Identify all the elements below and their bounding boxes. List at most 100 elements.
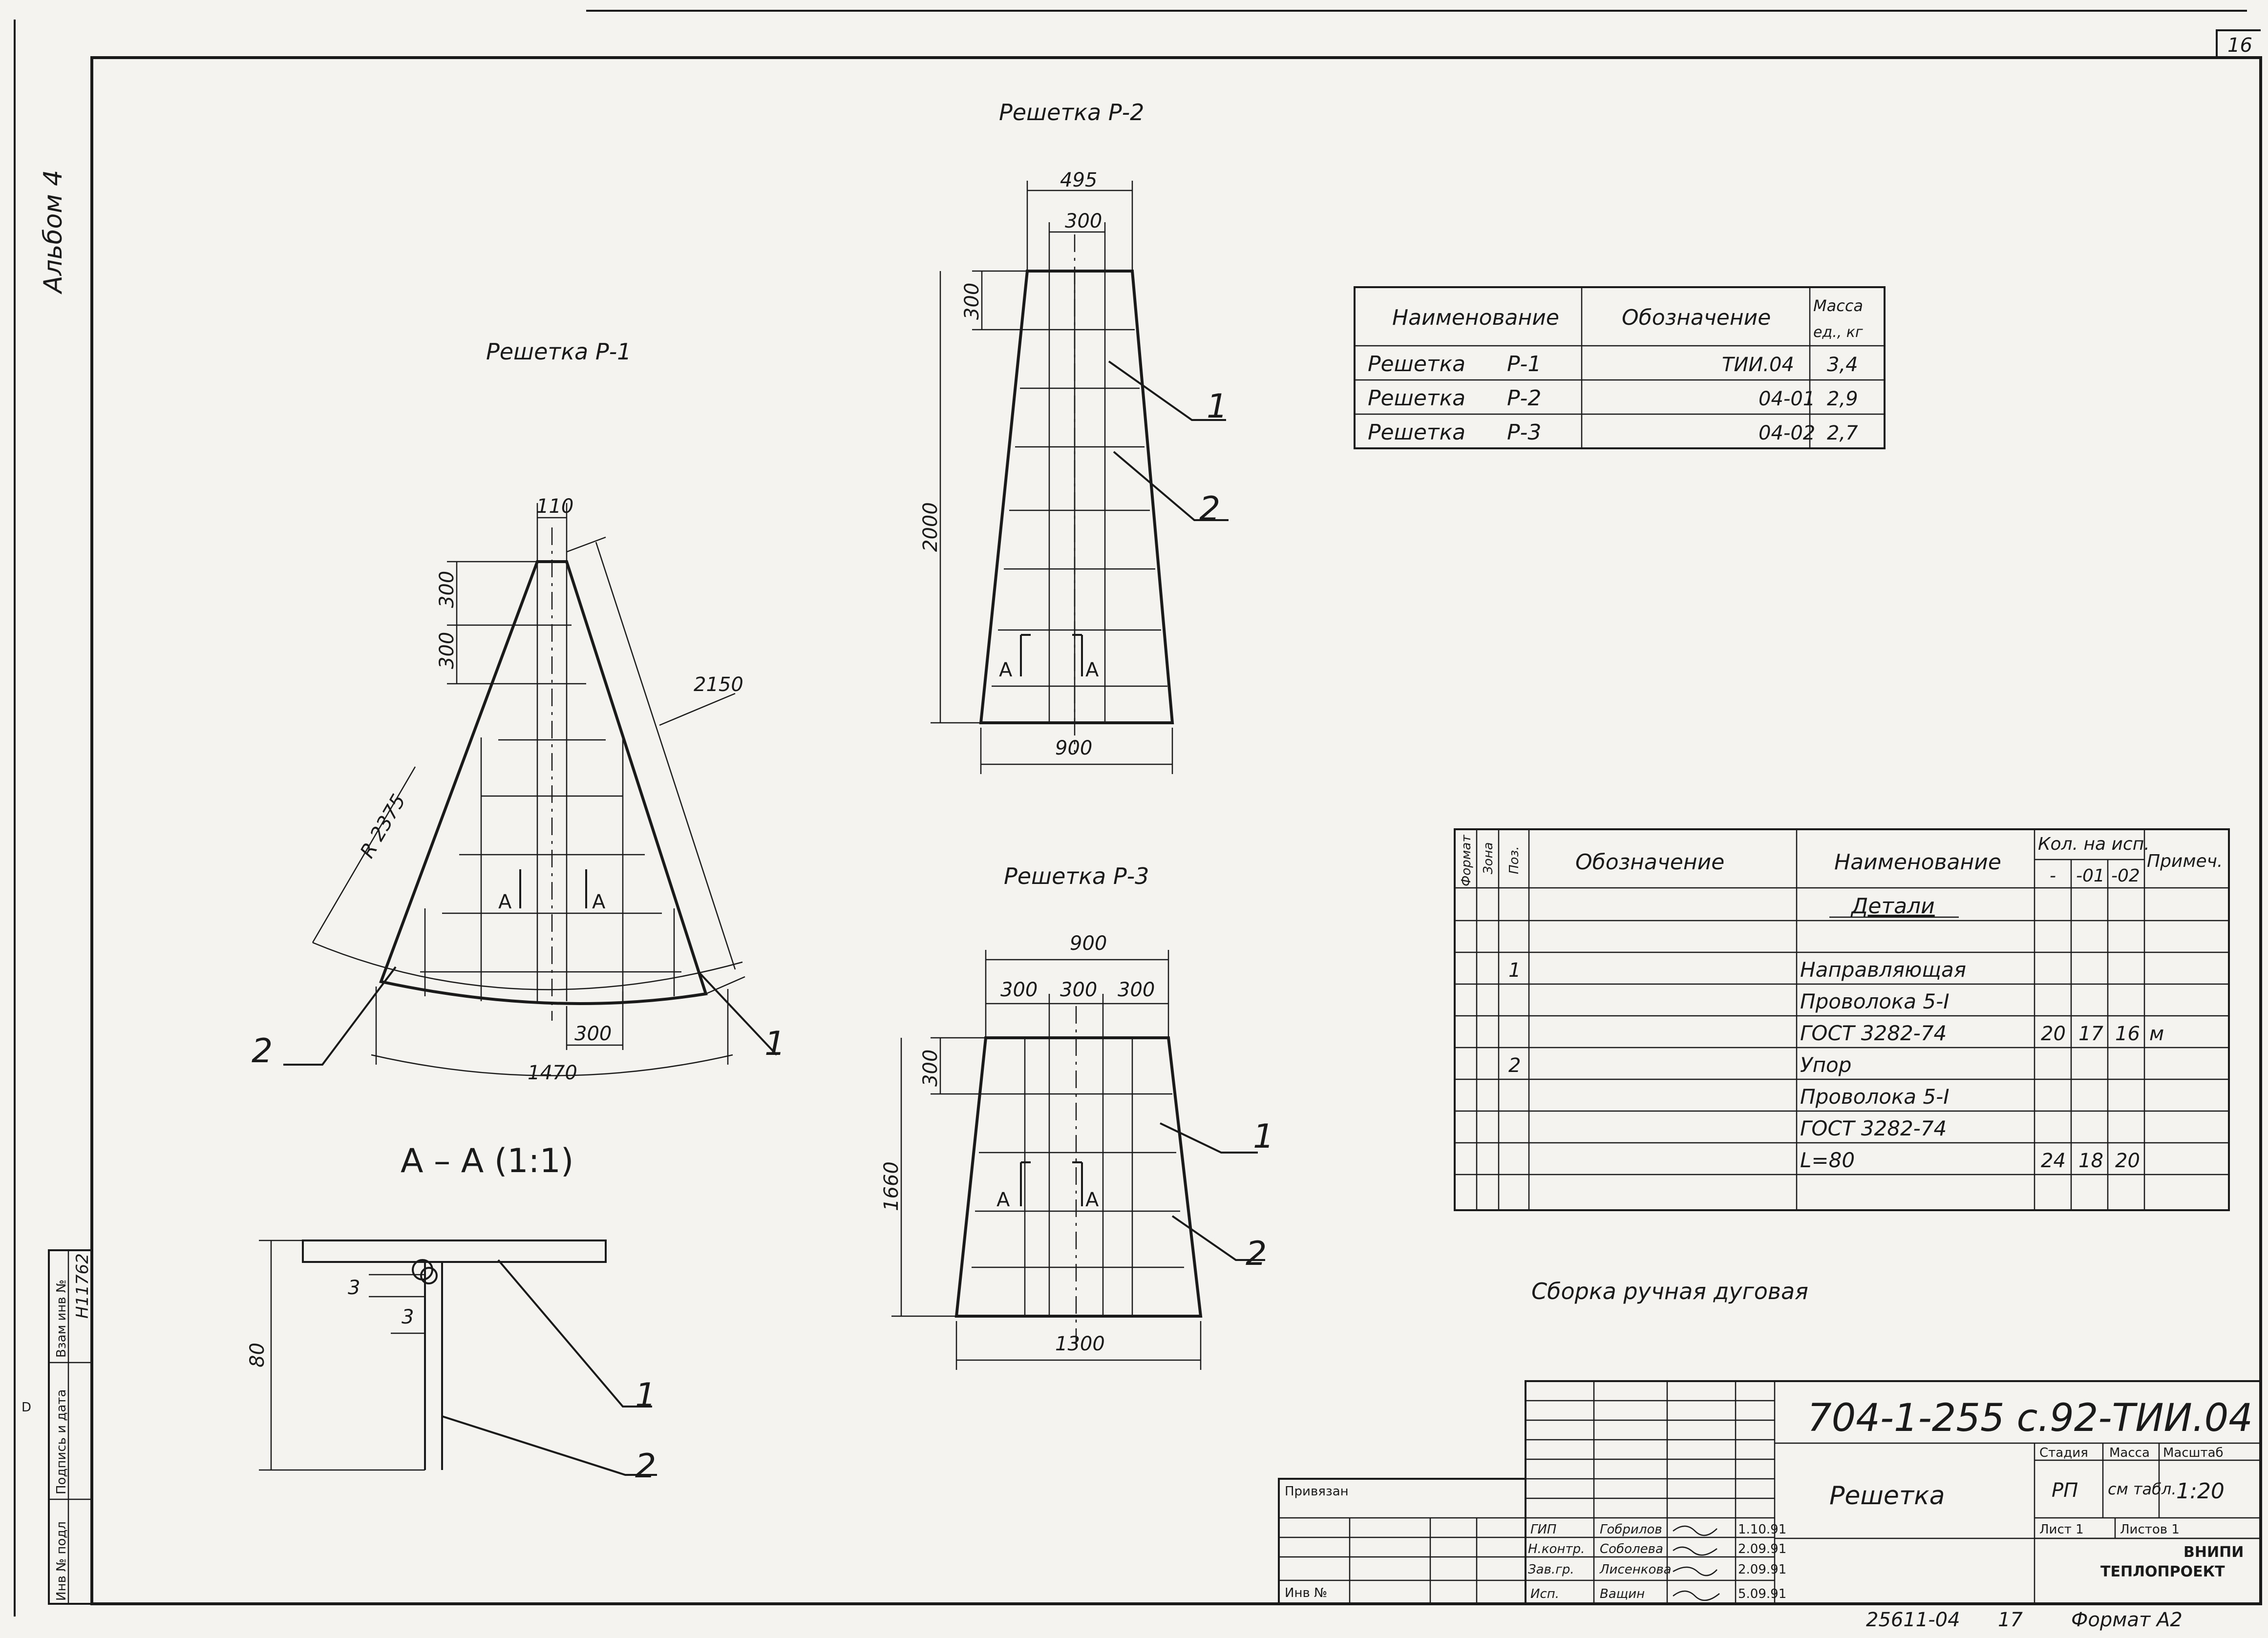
- mass-table: Наименование Обозначение Масса ед., кг Р…: [1354, 286, 1886, 449]
- p2-title: Решетка Р-2: [999, 99, 1144, 126]
- tb-doc-code: 704-1-255 с.92-ТИИ.04: [1807, 1396, 2253, 1440]
- section-bar: [302, 1239, 607, 1263]
- album-label: Альбом 4: [39, 170, 68, 294]
- svg-text:Упор: Упор: [1800, 1053, 1851, 1077]
- svg-text:20: 20: [2041, 1023, 2066, 1045]
- tb-inv: Инв №: [1285, 1586, 1327, 1600]
- mass-table-hdr-name: Наименование: [1392, 305, 1559, 330]
- p3-dim-1300: 1300: [1055, 1333, 1105, 1355]
- tb-role-3: Зав.гр.: [1528, 1562, 1574, 1577]
- tb-org1: ВНИПИ: [2183, 1544, 2244, 1561]
- section-dim-lines: [259, 1239, 425, 1471]
- spec-hdr-v1: -01: [2076, 866, 2105, 886]
- svg-text:ГОСТ 3282-74: ГОСТ 3282-74: [1800, 1021, 1947, 1045]
- svg-text:Р-1: Р-1: [1507, 352, 1541, 377]
- spec-table: Формат Зона Поз. Обозначение Наименовани…: [1454, 828, 2230, 1211]
- table-row: 1 Направляющая: [1508, 958, 1966, 982]
- svg-text:ТИИ.04: ТИИ.04: [1722, 354, 1794, 376]
- mass-table-row: Решетка Р-1 ТИИ.04 3,4: [1368, 352, 1858, 377]
- tb-stage: РП: [2052, 1479, 2078, 1502]
- side-mark: D: [21, 1400, 31, 1415]
- svg-text:04-02: 04-02: [1759, 422, 1815, 444]
- tb-date-1: 1.10.91: [1738, 1522, 1786, 1537]
- p1-dim-300c: 300: [574, 1023, 612, 1045]
- p3-leader-1: 1: [1253, 1117, 1274, 1156]
- p3-title: Решетка Р-3: [1004, 863, 1149, 889]
- svg-text:Проволока 5-I: Проволока 5-I: [1800, 989, 1950, 1013]
- tb-date-3: 2.09.91: [1738, 1562, 1786, 1577]
- svg-text:Решетка: Решетка: [1368, 420, 1465, 445]
- p1-dim-2150: 2150: [694, 673, 743, 696]
- p3-leaders: [1160, 1122, 1265, 1261]
- side-field-1: Взам инв №: [54, 1280, 69, 1358]
- p2-dim-300b: 300: [961, 283, 983, 320]
- p3-section-marks: [1020, 1161, 1083, 1206]
- p1-grid: [420, 562, 681, 1001]
- p2-section-mark-right: А: [1085, 659, 1099, 681]
- svg-text:1: 1: [1508, 959, 1521, 982]
- title-block: Привязан Инв № 704-1-255 с.92-ТИИ.04 Реш…: [1278, 1380, 2262, 1605]
- table-row: Проволока 5-I: [1800, 1085, 1950, 1109]
- p3-dim-1660: 1660: [880, 1161, 903, 1211]
- footer-copy: 17: [1998, 1609, 2023, 1631]
- p1-section-marks: [519, 869, 587, 908]
- spec-section-title: Детали: [1850, 894, 1935, 919]
- p3-dim-300b: 300: [1060, 979, 1097, 1001]
- svg-text:Проволока 5-I: Проволока 5-I: [1800, 1085, 1950, 1109]
- svg-text:ГОСТ 3282-74: ГОСТ 3282-74: [1800, 1116, 1947, 1140]
- side-field-2: Подпись и дата: [54, 1389, 69, 1494]
- svg-text:м: м: [2149, 1023, 2164, 1045]
- p1-dim-1470: 1470: [528, 1062, 577, 1084]
- p1-dimension-lines: [312, 503, 745, 1076]
- table-row: L=80 24 18 20: [1800, 1148, 2140, 1172]
- svg-text:17: 17: [2078, 1023, 2103, 1045]
- side-field-3: Инв № подл: [54, 1521, 69, 1601]
- view-p3: Решетка Р-3 А А: [880, 863, 1274, 1370]
- tb-scale-hdr: Масштаб: [2163, 1446, 2224, 1460]
- p2-grid: [992, 271, 1167, 723]
- p2-leader-1: 1: [1207, 387, 1228, 426]
- section-leader-2: 2: [635, 1447, 656, 1486]
- p1-dim-300a: 300: [436, 571, 458, 608]
- tb-date-4: 5.09.91: [1738, 1587, 1786, 1601]
- tb-person-2: Соболева: [1600, 1542, 1663, 1556]
- p3-dim-900: 900: [1070, 932, 1107, 955]
- p2-outline: [979, 270, 1174, 724]
- tb-mass: см табл.: [2108, 1480, 2177, 1498]
- p2-section-mark-left: А: [999, 659, 1013, 681]
- tb-person-4: Ващин: [1600, 1587, 1645, 1601]
- p2-dim-2000: 2000: [919, 502, 942, 552]
- svg-text:2,9: 2,9: [1827, 388, 1858, 410]
- svg-text:Р-2: Р-2: [1507, 386, 1541, 411]
- p2-section-marks: [1020, 634, 1083, 676]
- view-p1: Решетка Р-1 А А: [252, 338, 785, 1084]
- tb-privyazan: Привязан: [1285, 1484, 1349, 1499]
- p3-grid: [972, 1038, 1184, 1316]
- section-dim-3a: 3: [348, 1277, 360, 1299]
- table-row: ГОСТ 3282-74 20 17 16 м: [1800, 1021, 2164, 1045]
- tb-org2: ТЕПЛОПРОЕКТ: [2100, 1563, 2225, 1580]
- footer-order: 25611-04: [1866, 1609, 1960, 1631]
- sheet-frame: 16 Альбом 4 Н11762 Взам инв № Подпись и …: [14, 10, 2262, 1617]
- p3-section-mark-left: А: [996, 1189, 1010, 1211]
- tb-scale: 1:20: [2176, 1479, 2225, 1504]
- spec-hdr-qty: Кол. на исп.: [2038, 834, 2150, 854]
- tb-role-4: Исп.: [1530, 1587, 1559, 1601]
- spec-hdr-name: Наименование: [1834, 850, 2001, 875]
- section-dim-3b: 3: [402, 1306, 414, 1328]
- p1-title: Решетка Р-1: [486, 338, 631, 365]
- p1-section-mark-left: А: [498, 891, 512, 913]
- svg-text:24: 24: [2041, 1150, 2066, 1172]
- spec-hdr-v2: -02: [2111, 866, 2140, 886]
- p1-leader-2: 2: [252, 1032, 273, 1071]
- p3-dim-300d: 300: [919, 1050, 942, 1087]
- tb-person-3: Лисенкова: [1599, 1562, 1672, 1577]
- sheet-number: 16: [2227, 34, 2252, 57]
- tb-role-2: Н.контр.: [1528, 1542, 1585, 1556]
- tb-name: Решетка: [1829, 1481, 1945, 1511]
- svg-text:2,7: 2,7: [1827, 422, 1858, 444]
- section-title: А – А (1:1): [401, 1142, 573, 1180]
- p2-dim-900: 900: [1055, 737, 1092, 759]
- footer-format: Формат А2: [2071, 1609, 2183, 1631]
- tb-sheet: Лист 1: [2039, 1522, 2084, 1537]
